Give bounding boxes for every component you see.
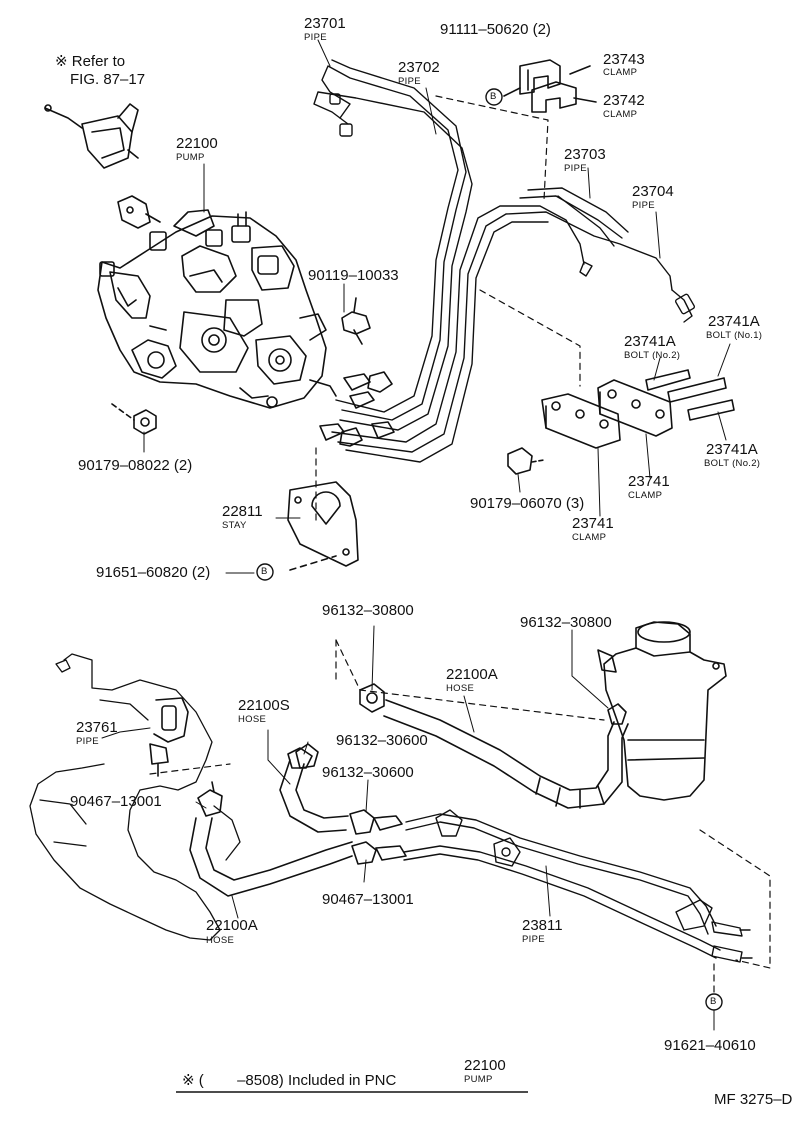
- bolt-91111-leader: [503, 87, 521, 97]
- nut-90179-06070-drawing: [507, 447, 545, 475]
- pump-nut-drawing: [133, 409, 157, 435]
- upper-leaders: [143, 39, 731, 574]
- refer-text-line1: Refer to: [71, 53, 126, 70]
- nut-leader: [111, 403, 135, 421]
- refer-text-line2: FIG. 87–17: [70, 71, 146, 88]
- part-23702-number: 23702: [398, 59, 440, 76]
- hose-clamp-c-drawing: [295, 743, 319, 769]
- clamp-23741-right-drawing: [597, 379, 673, 437]
- part-91621-number: 91621–40610: [664, 1037, 756, 1054]
- pipe-23811-drawing: [403, 809, 753, 963]
- part-23741A-bolt-no1-number: 23741A: [708, 313, 760, 330]
- part-23704-name: PIPE: [632, 200, 655, 211]
- part-96132-30600-lower-number: 96132–30600: [322, 764, 414, 781]
- part-23811-name: PIPE: [522, 934, 545, 945]
- part-23741A-bolt-no2-upper-number: 23741A: [624, 333, 676, 350]
- part-23741-clamp-right-name: CLAMP: [628, 490, 663, 501]
- part-23701-number: 23701: [304, 15, 346, 32]
- pipe-fittings-drawing: [319, 371, 395, 447]
- footnote-text: ( –8508) Included in PNC: [198, 1072, 397, 1089]
- part-23741A-bolt-no2-lower-name: BOLT (No.2): [704, 458, 761, 469]
- stay-22811-drawing: [287, 481, 359, 567]
- part-23742-number: 23742: [603, 92, 645, 109]
- part-23741-clamp-left-number: 23741: [572, 515, 614, 532]
- part-96132-30800-left-number: 96132–30800: [322, 602, 414, 619]
- hose-22100A-lower-drawing: [189, 817, 353, 897]
- footnote: ※ ( –8508) Included in PNC: [182, 1073, 396, 1088]
- bolt-90119-drawing: [341, 297, 371, 345]
- part-22100-number: 22100: [176, 135, 218, 152]
- part-23743-number: 23743: [603, 51, 645, 68]
- part-23703-number: 23703: [564, 146, 606, 163]
- part-90179-08022-number: 90179–08022 (2): [78, 457, 193, 474]
- part-22811-number: 22811: [222, 503, 263, 520]
- hose-22100A-upper-drawing: [383, 699, 629, 809]
- part-22100A-upper-name: HOSE: [446, 683, 475, 694]
- part-90179-06070-number: 90179–06070 (3): [470, 495, 585, 512]
- hose-22100S-drawing: [279, 747, 349, 833]
- part-90467-13001-right-number: 90467–13001: [322, 891, 414, 908]
- part-91651-number: 91651–60820 (2): [96, 564, 211, 581]
- refer-mark: ※: [55, 53, 68, 70]
- part-23742-name: CLAMP: [603, 109, 638, 120]
- part-23702-name: PIPE: [398, 76, 421, 87]
- footnote-pnc-number: 22100: [464, 1057, 506, 1074]
- part-23811-number: 23811: [522, 917, 563, 934]
- callout-b-bolt-91621: [705, 993, 723, 1011]
- hose-clamp-a-drawing: [359, 683, 385, 713]
- part-22100-name: PUMP: [176, 152, 205, 163]
- callout-b-bolt-91651: [256, 563, 274, 581]
- part-23701-name: PIPE: [304, 32, 327, 43]
- part-23741-clamp-left-name: CLAMP: [572, 532, 607, 543]
- figure-id: MF 3275–D: [714, 1091, 793, 1108]
- callout-b-label-3: B: [710, 996, 717, 1007]
- part-23761-name: PIPE: [76, 736, 99, 747]
- part-91111-number: 91111–50620 (2): [440, 21, 551, 38]
- callout-b-bolt-91111: [485, 88, 503, 106]
- part-23761-number: 23761: [76, 719, 118, 736]
- footnote-pnc-name: PUMP: [464, 1074, 493, 1085]
- hose-clamp-f-drawing: [197, 781, 223, 817]
- part-23741-clamp-right-number: 23741: [628, 473, 670, 490]
- engine-block-drawing: [29, 653, 241, 941]
- footnote-mark: ※: [182, 1072, 195, 1089]
- part-96132-30600-upper-number: 96132–30600: [336, 732, 428, 749]
- stay-bolt-guide: [289, 555, 337, 571]
- part-22100A-lower-number: 22100A: [206, 917, 258, 934]
- upper-dashed-guides: [315, 95, 581, 521]
- clamp-23743-drawing: [519, 59, 561, 95]
- callout-b-label-1: B: [490, 91, 497, 102]
- fuel-filter-drawing: [597, 621, 727, 801]
- refer-note: ※ Refer to: [55, 54, 125, 69]
- callout-b-label-2: B: [261, 566, 268, 577]
- part-90119-number: 90119–10033: [308, 267, 399, 284]
- clamp-23742-drawing: [531, 81, 577, 113]
- part-22811-name: STAY: [222, 520, 247, 531]
- stud-bolts-drawing: [645, 369, 735, 421]
- part-22100A-upper-number: 22100A: [446, 666, 498, 683]
- part-22100A-lower-name: HOSE: [206, 935, 235, 946]
- part-96132-30800-right-number: 96132–30800: [520, 614, 612, 631]
- part-23704-number: 23704: [632, 183, 674, 200]
- part-23741A-bolt-no1-name: BOLT (No.1): [706, 330, 763, 341]
- part-23703-name: PIPE: [564, 163, 587, 174]
- part-23741A-bolt-no2-lower-number: 23741A: [706, 441, 758, 458]
- hose-clamp-d-drawing: [349, 809, 403, 835]
- vacuum-actuator-drawing: [44, 103, 139, 169]
- pipe-23761-drawing: [149, 697, 189, 777]
- clamp-23741-left-drawing: [541, 393, 621, 449]
- part-23741A-bolt-no2-upper-name: BOLT (No.2): [624, 350, 681, 361]
- clamp-leaders: [569, 65, 597, 103]
- injection-pump-drawing: [97, 195, 337, 409]
- injection-pipes-drawing: [313, 59, 696, 463]
- hose-clamp-e-drawing: [351, 841, 407, 865]
- part-22100S-number: 22100S: [238, 697, 290, 714]
- part-22100S-name: HOSE: [238, 714, 267, 725]
- callout-circles: [256, 88, 723, 1011]
- part-90467-13001-left-number: 90467–13001: [70, 793, 162, 810]
- part-23743-name: CLAMP: [603, 67, 638, 78]
- lower-leaders: [101, 625, 715, 1031]
